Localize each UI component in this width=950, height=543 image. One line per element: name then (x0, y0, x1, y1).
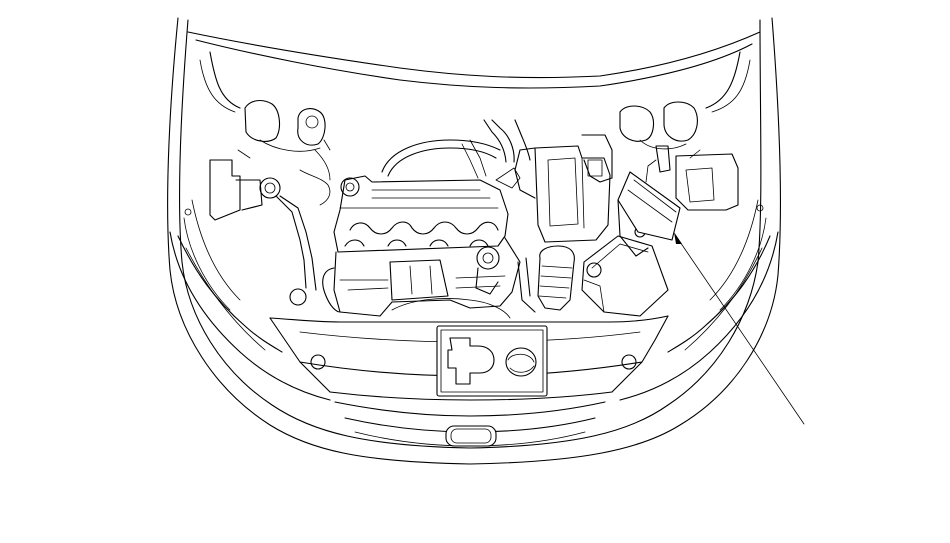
front-emblem (445, 425, 497, 447)
air-cleaner-box (514, 134, 613, 243)
intake-duct (517, 245, 575, 313)
upper-hoses (381, 119, 531, 189)
marker-light-left (310, 354, 326, 370)
marker-light-right (621, 354, 637, 370)
car-body-outline (167, 17, 781, 465)
engine-block (322, 175, 521, 319)
left-lower-fitting (289, 288, 307, 306)
misc-fittings (184, 149, 764, 216)
left-strut-tower (244, 99, 331, 152)
hook-cover-symbol (447, 337, 537, 385)
headlight-left (169, 231, 331, 401)
oil-filler-cap (340, 177, 360, 197)
right-reservoir (645, 145, 739, 211)
callout-leader (674, 232, 805, 425)
headlight-right (619, 231, 779, 401)
license-plate (436, 325, 548, 397)
right-strut-tower (619, 101, 698, 150)
fuse-relay-box (617, 171, 681, 257)
left-reservoir (209, 149, 331, 291)
